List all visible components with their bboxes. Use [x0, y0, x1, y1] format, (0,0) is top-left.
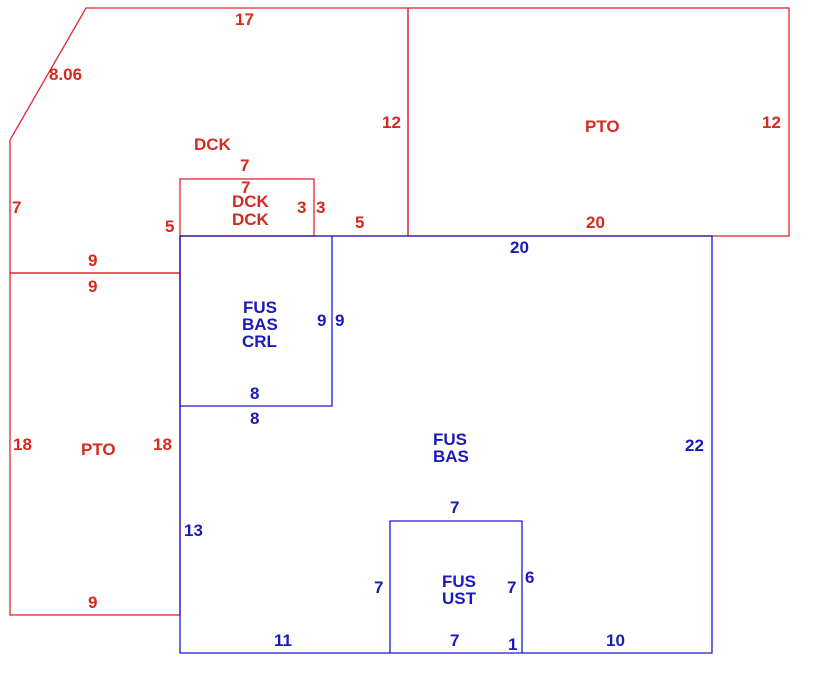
dim-dck-bottom-5: 5: [355, 213, 364, 232]
dim-dck-left: 7: [12, 198, 21, 217]
fus-ust-area-outline: [389, 520, 523, 653]
area-label-dck-inner-2: DCK: [232, 210, 270, 229]
area-label-pto-left: PTO: [81, 440, 116, 459]
dim-dck-inner-top-outer: 7: [240, 156, 249, 175]
dim-fus-right: 22: [685, 436, 704, 455]
dim-crl-right-inner: 9: [317, 311, 326, 330]
fus-bas-crl-area-outline: [180, 236, 333, 407]
area-label-fus-bas-crl-1: FUS: [243, 298, 277, 317]
dim-dck-diagonal: 8.06: [49, 65, 82, 84]
dim-ust-bottom: 7: [450, 631, 459, 650]
area-label-fus-ust-1: FUS: [442, 572, 476, 591]
dim-dck-inner-left: 5: [165, 217, 174, 236]
dim-dck-inner-right-outer: 3: [316, 198, 325, 217]
dim-dck-inner-top-inner: 7: [241, 178, 250, 197]
dim-dck-top: 17: [235, 10, 254, 29]
dim-ust-left: 7: [374, 578, 383, 597]
area-label-dck: DCK: [194, 135, 232, 154]
dim-fus-bottom-left: 11: [274, 631, 292, 650]
dim-crl-bottom-inner: 8: [250, 384, 259, 403]
dim-pto-left-right: 18: [153, 435, 172, 454]
area-label-fus-ust-2: UST: [442, 589, 477, 608]
dim-pto-left-left: 18: [13, 435, 32, 454]
dim-dck-right: 12: [382, 113, 401, 132]
dim-ust-right-outer: 6: [525, 568, 534, 587]
dim-pto-left-top: 9: [88, 277, 97, 296]
area-label-pto-right: PTO: [585, 117, 620, 136]
dim-ust-right-inner: 7: [507, 578, 516, 597]
dim-fus-bottom-right: 10: [606, 631, 625, 650]
dim-pto-left-bottom: 9: [88, 593, 97, 612]
fus-bas-area-outline: [179, 235, 713, 654]
dim-crl-right-outer: 9: [335, 311, 344, 330]
area-label-fus-bas-1: FUS: [433, 430, 467, 449]
dim-fus-left: 13: [184, 521, 203, 540]
dim-crl-bottom-outer: 8: [250, 409, 259, 428]
dim-ust-bottom-1: 1: [508, 635, 517, 654]
dim-dck-inner-right-inner: 3: [297, 198, 306, 217]
area-label-dck-inner-1: DCK: [232, 192, 270, 211]
dim-pto-right-right: 12: [762, 113, 781, 132]
area-label-fus-bas-2: BAS: [433, 447, 469, 466]
area-label-fus-bas-crl-2: BAS: [242, 315, 278, 334]
dim-fus-top: 20: [510, 238, 529, 257]
dim-pto-right-bottom: 20: [586, 213, 605, 232]
area-label-fus-bas-crl-3: CRL: [242, 332, 277, 351]
dim-ust-top: 7: [450, 498, 459, 517]
dim-dck-bottom-9: 9: [88, 251, 97, 270]
